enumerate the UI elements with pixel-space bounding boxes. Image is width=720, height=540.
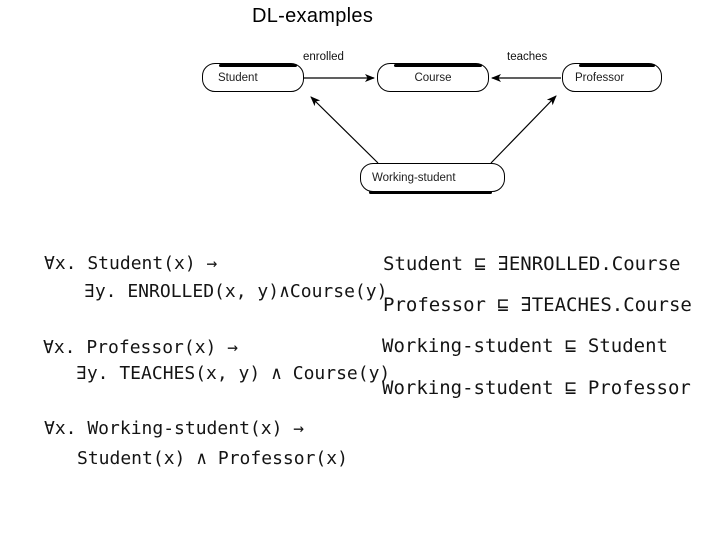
node-accent-bar: [369, 190, 492, 194]
edge-label-enrolled: enrolled: [303, 51, 344, 63]
edge-workingstudent-to-professor-arrow: [490, 95, 557, 164]
fol-working-student-line2: Student(x) ∧ Professor(x): [77, 448, 348, 469]
node-professor-label: Professor: [575, 71, 625, 84]
node-student-label: Student: [218, 71, 258, 84]
node-student: Student: [202, 63, 304, 92]
edge-label-teaches: teaches: [507, 51, 548, 63]
node-working-student: Working-student: [360, 163, 505, 194]
node-working-student-label: Working-student: [372, 171, 456, 184]
node-course: Course: [377, 63, 489, 92]
dl-axiom-working-student-2: Working-student ⊑ Professor: [382, 377, 691, 399]
node-accent-bar: [579, 63, 655, 67]
fol-professor-line1: ∀x. Professor(x) →: [43, 337, 239, 358]
node-course-label: Course: [414, 71, 452, 84]
dl-axiom-professor: Professor ⊑ ∃TEACHES.Course: [383, 294, 692, 316]
fol-professor-line2: ∃y. TEACHES(x, y) ∧ Course(y): [76, 363, 391, 384]
node-professor: Professor: [562, 63, 662, 92]
fol-student-line2: ∃y. ENROLLED(x, y)∧Course(y): [84, 281, 388, 302]
fol-working-student-line1: ∀x. Working-student(x) →: [44, 418, 305, 439]
node-accent-bar: [219, 63, 297, 67]
dl-axiom-student: Student ⊑ ∃ENROLLED.Course: [383, 253, 681, 275]
fol-student-line1: ∀x. Student(x) →: [44, 253, 218, 274]
edge-workingstudent-to-student-arrow: [310, 96, 379, 164]
node-accent-bar: [394, 63, 482, 67]
dl-axiom-working-student-1: Working-student ⊑ Student: [382, 335, 668, 357]
slide-title: DL-examples: [252, 5, 374, 27]
